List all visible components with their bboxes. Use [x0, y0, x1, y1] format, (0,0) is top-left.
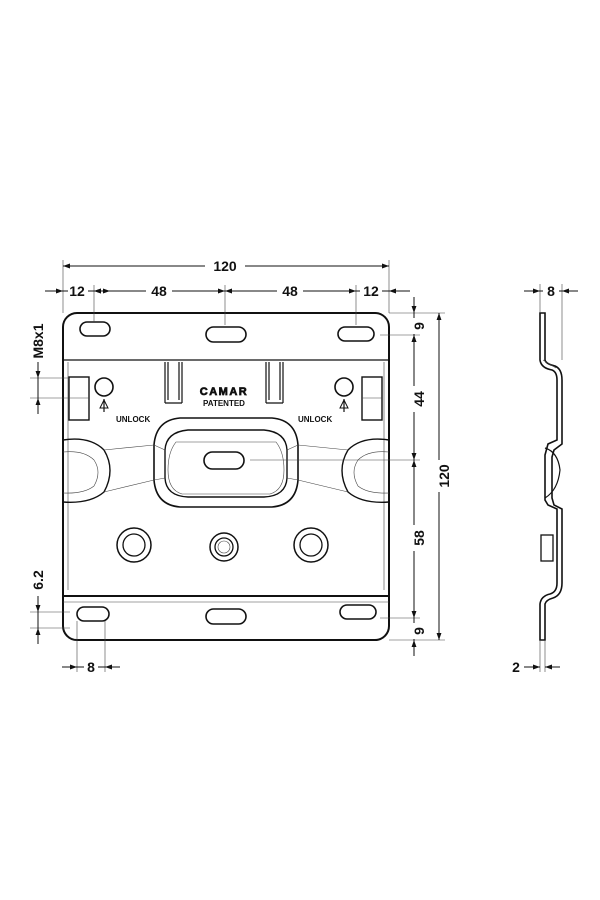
side-wing — [544, 447, 561, 499]
unlock-label-right: UNLOCK — [298, 415, 332, 424]
dim-upper-distance: 44 — [411, 391, 427, 407]
front-view: CAMAR PATENTED UNLOCK UNLOCK — [62, 312, 390, 641]
dim-total-height: 120 — [436, 464, 452, 488]
left-unlock-button — [94, 377, 114, 412]
dim-bottom-step: 6.2 — [30, 570, 46, 590]
slot-top-center — [205, 326, 247, 343]
hole-right — [293, 527, 329, 563]
plate-outline — [62, 312, 390, 641]
dim-right-edge: 12 — [363, 283, 379, 299]
slot-top-left — [79, 321, 111, 337]
front-dimensions: 120 12 48 48 12 9 — [30, 258, 452, 676]
hanger-clip-left — [164, 362, 183, 404]
dim-left-edge: 12 — [69, 283, 85, 299]
right-wing — [297, 438, 390, 503]
dim-thread-label: M8x1 — [30, 323, 46, 358]
left-lock-tab — [68, 376, 90, 421]
brand-logo-text: CAMAR — [200, 386, 248, 398]
dim-bottom-slot-offset: 9 — [411, 627, 427, 635]
hole-center — [209, 532, 239, 562]
dim-total-width: 120 — [213, 258, 237, 274]
side-view: 8 2 — [512, 283, 578, 675]
dim-slot-width: 8 — [87, 659, 95, 675]
slot-center — [203, 451, 245, 470]
hanger-clip-right — [265, 362, 284, 404]
dim-spacing-right: 48 — [282, 283, 298, 299]
right-unlock-button — [334, 377, 354, 412]
slot-bottom-right — [339, 604, 377, 620]
right-lock-tab — [361, 376, 383, 421]
dim-lower-distance: 58 — [411, 530, 427, 546]
patented-label: PATENTED — [203, 399, 245, 408]
slot-bottom-center — [205, 608, 247, 625]
slot-bottom-left — [76, 606, 110, 622]
left-wing — [62, 438, 155, 503]
slot-top-right — [337, 326, 375, 342]
dim-side-thickness: 2 — [512, 659, 520, 675]
side-tab — [540, 534, 554, 562]
dim-top-slot-offset: 9 — [411, 322, 427, 330]
hole-left — [116, 527, 152, 563]
dim-side-depth: 8 — [547, 283, 555, 299]
dim-spacing-left: 48 — [151, 283, 167, 299]
unlock-label-left: UNLOCK — [116, 415, 150, 424]
center-recess — [153, 417, 299, 508]
